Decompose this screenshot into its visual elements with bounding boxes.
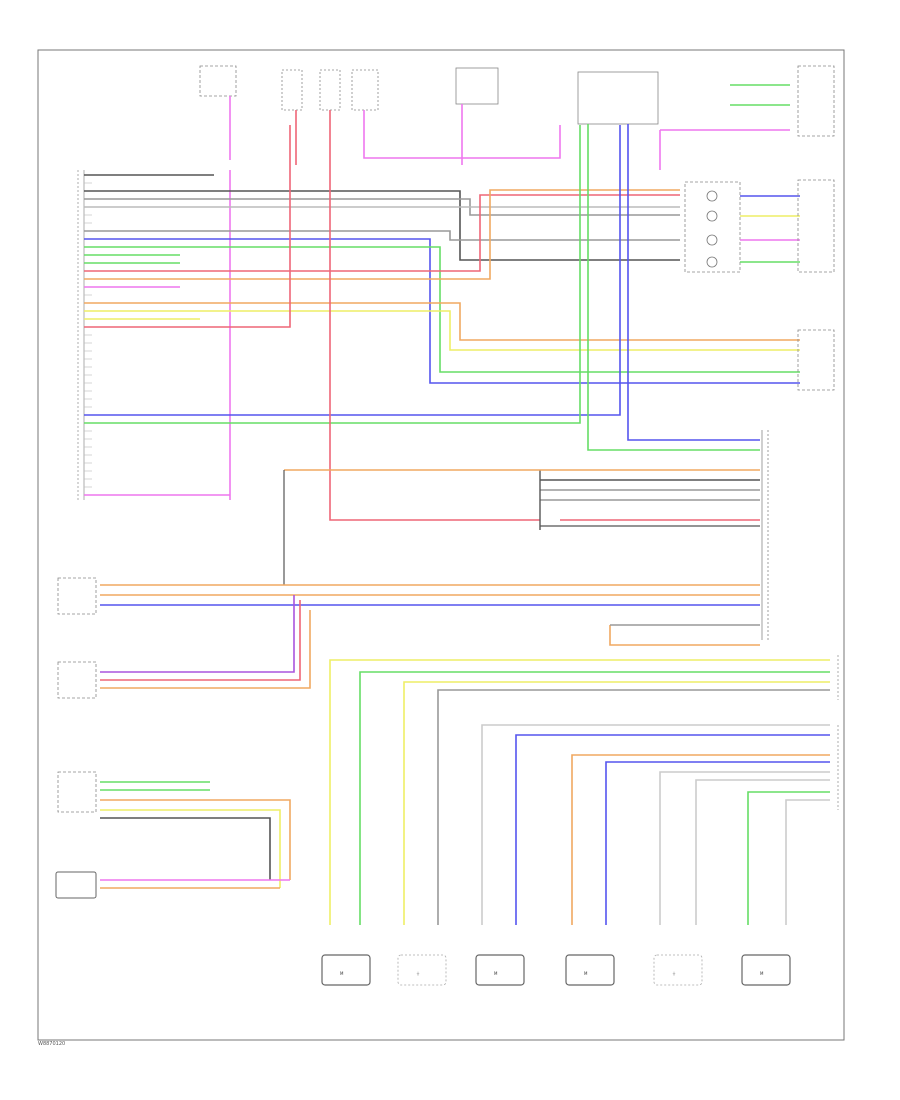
right-control-module <box>283 430 769 640</box>
seat-icon: M <box>760 971 764 976</box>
motor-icon: M <box>340 971 344 976</box>
motor-3: M <box>475 954 525 986</box>
top-relays <box>281 65 835 137</box>
bottom-components: M ⏚ M M ⏚ M <box>321 954 791 986</box>
right-upper-connector <box>797 329 835 391</box>
top-right-module <box>797 65 835 137</box>
top-fuse-block <box>84 65 237 500</box>
wire-bottom-feeders <box>329 659 830 925</box>
ground-icon: ⏚ <box>416 970 420 976</box>
wire-harness-upper <box>84 125 800 424</box>
component-2: ⏚ <box>397 954 447 986</box>
heater-icon <box>706 190 718 202</box>
footer-code: W8870120 <box>38 1041 66 1047</box>
svg-text:⏚: ⏚ <box>672 970 676 976</box>
pin-labels <box>84 174 92 496</box>
motor-6: M <box>741 954 791 986</box>
left-components <box>55 577 97 899</box>
svg-text:M: M <box>494 971 498 976</box>
main-control-unit <box>77 170 92 500</box>
svg-text:M: M <box>584 971 588 976</box>
wire-top-drops <box>295 84 790 521</box>
wire-harness-seat <box>100 781 291 889</box>
wire-harness-middle <box>100 584 760 689</box>
motor-1: M <box>321 954 371 986</box>
diagram-frame <box>37 49 845 1041</box>
component-5: ⏚ <box>653 954 703 986</box>
heater-switch <box>684 179 835 273</box>
motor-4: M <box>565 954 615 986</box>
